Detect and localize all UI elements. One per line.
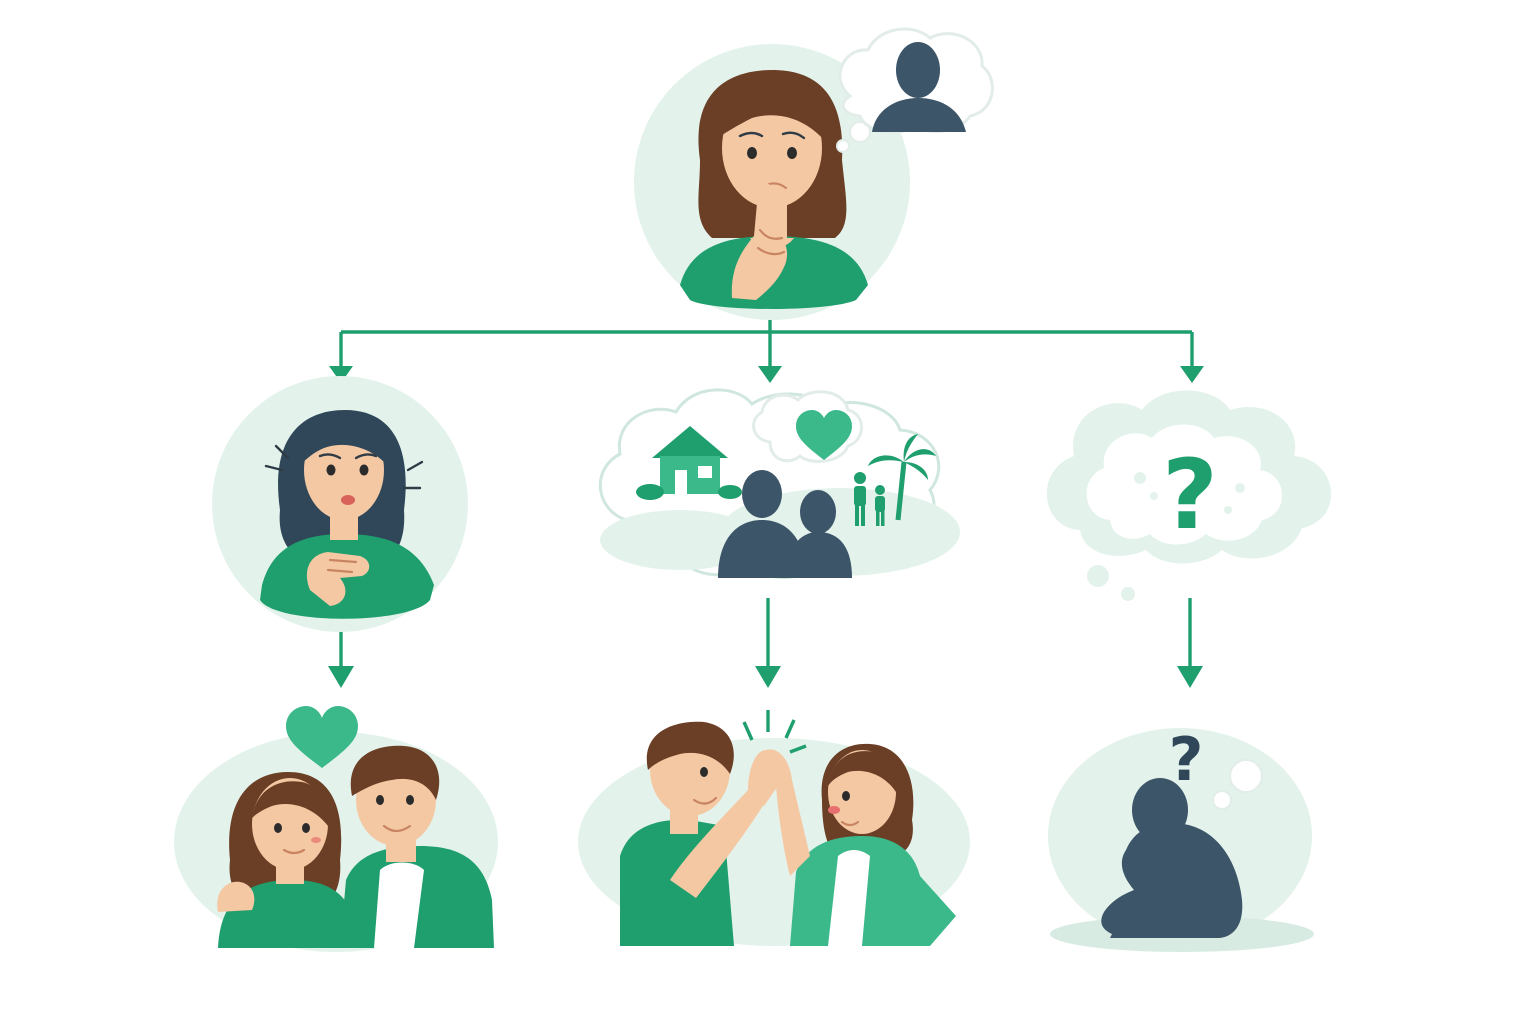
- person-silhouette-icon: [872, 42, 966, 132]
- house-icon: [636, 426, 742, 500]
- palm-tree-icon: [868, 434, 936, 521]
- arrow-down-icon: [328, 666, 354, 688]
- high-five-icon: [620, 721, 956, 946]
- heart-bubble: [752, 390, 863, 463]
- stress-mark: [264, 464, 284, 472]
- connector-lines: [328, 320, 1204, 688]
- heart-icon: [286, 706, 358, 768]
- arrow-down-icon: [758, 366, 782, 383]
- node-root: [634, 27, 994, 320]
- arrow-down-icon: [755, 666, 781, 688]
- couple-silhouette-icon: [718, 470, 852, 578]
- arrow-down-icon: [1180, 366, 1204, 383]
- couple-embrace-icon: [217, 745, 494, 948]
- node-branch-uncertain: ?: [1046, 390, 1332, 601]
- node-outcome-celebrate: [578, 710, 970, 946]
- node-outcome-love: [174, 706, 498, 952]
- question-mark-large: ?: [1162, 439, 1218, 551]
- arrow-down-icon: [329, 366, 353, 383]
- family-icon: [854, 472, 885, 526]
- heart-icon: [796, 410, 852, 460]
- thought-bubble: [836, 27, 994, 153]
- node-outcome-confused: ?: [1048, 725, 1314, 952]
- node-branch-imagining: [598, 388, 960, 579]
- arrow-down-icon: [1177, 666, 1203, 688]
- thinking-woman-icon: [680, 70, 868, 309]
- sparkle-lines: [742, 710, 807, 754]
- node-branch-feeling: [212, 376, 468, 632]
- question-cloud-icon: [1086, 424, 1283, 545]
- sitting-figure-icon: [1101, 778, 1243, 938]
- anxious-woman-icon: [260, 410, 434, 619]
